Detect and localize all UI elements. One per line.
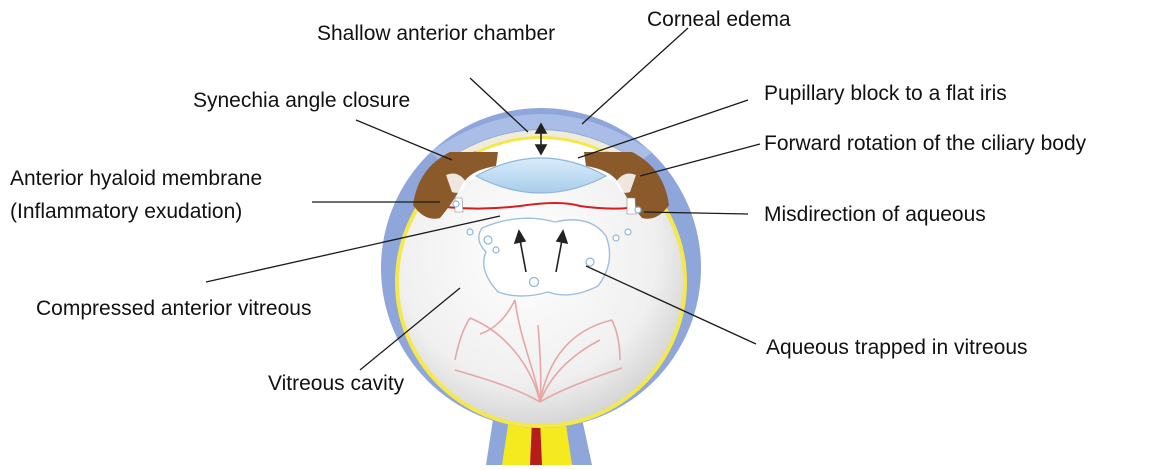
label-anterior-hyaloid-1: Anterior hyaloid membrane <box>10 167 262 191</box>
aqueous-pocket <box>479 218 610 296</box>
label-shallow-anterior-chamber: Shallow anterior chamber <box>317 22 555 46</box>
label-corneal-edema: Corneal edema <box>647 8 791 32</box>
label-aqueous-trapped: Aqueous trapped in vitreous <box>766 336 1028 360</box>
label-anterior-hyaloid-2: (Inflammatory exudation) <box>10 200 242 224</box>
label-vitreous-cavity: Vitreous cavity <box>268 372 404 396</box>
label-misdirection-aqueous: Misdirection of aqueous <box>764 203 986 227</box>
label-forward-rotation: Forward rotation of the ciliary body <box>764 132 1086 156</box>
label-pupillary-block: Pupillary block to a flat iris <box>764 82 1007 106</box>
label-synechia-angle-closure: Synechia angle closure <box>193 89 410 113</box>
label-compressed-vitreous: Compressed anterior vitreous <box>36 297 311 321</box>
